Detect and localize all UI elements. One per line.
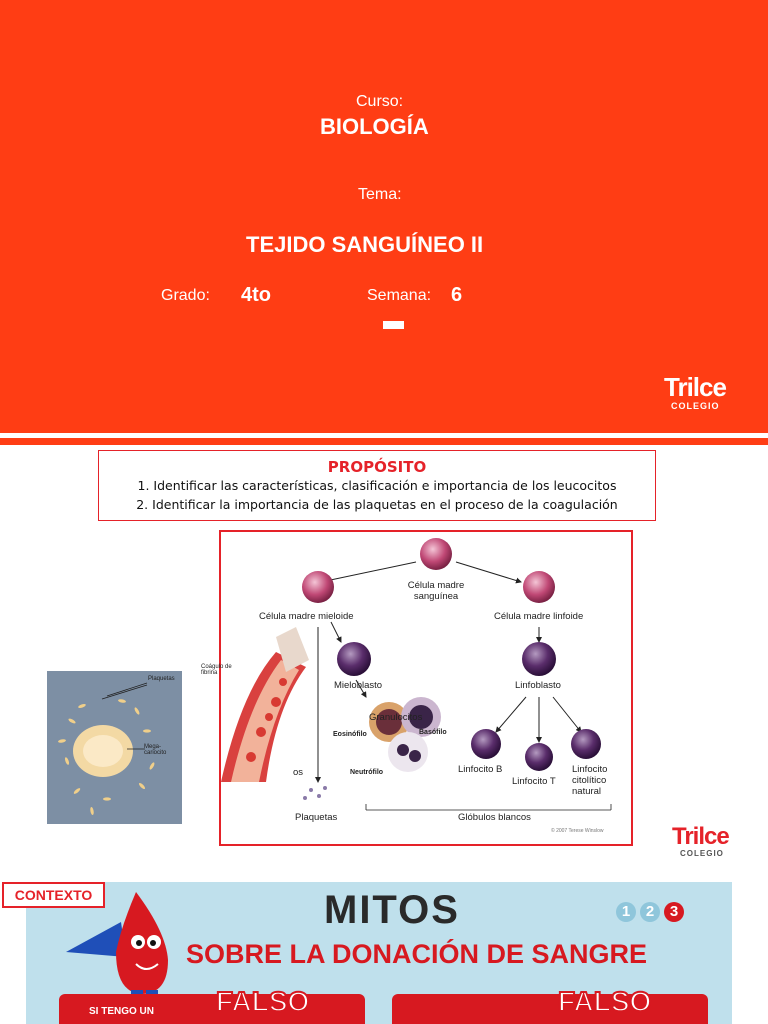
micrograph-illustration bbox=[58, 682, 155, 815]
purpose-box: PROPÓSITO 1. Identificar las característ… bbox=[98, 450, 656, 521]
slide-divider bbox=[0, 438, 768, 445]
false-badge-1: FALSO bbox=[215, 985, 310, 1018]
label-eosinophil: Eosinófilo bbox=[333, 731, 367, 738]
context-label: CONTEXTO bbox=[2, 882, 105, 908]
megakaryocyte-micrograph: Plaquetas Mega-cariocito bbox=[47, 671, 182, 824]
purpose-heading: PROPÓSITO bbox=[327, 458, 427, 476]
dash-mark bbox=[383, 321, 404, 329]
label-clot: Coágulo de fibrina bbox=[201, 664, 232, 676]
trilce-logo-small: Trilce COLEGIO bbox=[672, 823, 730, 858]
label-myeloblast: Mieloblasto bbox=[334, 680, 383, 691]
label-neutrophil: Neutrófilo bbox=[350, 769, 384, 776]
trilce-logo: Trilce COLEGIO bbox=[664, 372, 727, 411]
label-lymphocyte-b: Linfocito B bbox=[458, 764, 503, 775]
course-label: Curso: bbox=[356, 93, 404, 110]
blood-vessel-illustration bbox=[221, 627, 309, 782]
label-nk-cell: Linfocito citolítico natural bbox=[572, 764, 608, 797]
page-2-dot[interactable]: 2 bbox=[640, 902, 660, 922]
course-title: BIOLOGÍA bbox=[320, 114, 429, 139]
false-badge-2: FALSO bbox=[557, 985, 652, 1018]
grade-label: Grado: bbox=[161, 287, 210, 304]
label-white-cells: Glóbulos blancos bbox=[458, 812, 531, 823]
micro-label-megakaryocyte: Mega-cariocito bbox=[144, 744, 167, 756]
page-3-dot[interactable]: 3 bbox=[664, 902, 684, 922]
label-stem-cell: Célula madre sanguínea bbox=[407, 580, 465, 602]
label-platelets: Plaquetas bbox=[295, 812, 338, 823]
diagram-drawing bbox=[221, 538, 612, 811]
myth-card-1: SI TENGO UN bbox=[59, 994, 365, 1024]
label-lymphoid: Célula madre linfoide bbox=[494, 611, 584, 622]
purpose-item-2: 2. Identificar la importancia de las pla… bbox=[136, 497, 618, 512]
label-myeloid: Célula madre mieloide bbox=[259, 611, 354, 622]
label-basophil: Basófilo bbox=[419, 729, 447, 736]
topic-title: TEJIDO SANGUÍNEO II bbox=[246, 232, 484, 257]
myths-banner: MITOS SOBRE LA DONACIÓN DE SANGRE 1 2 3 … bbox=[26, 882, 732, 1024]
topic-label: Tema: bbox=[358, 186, 402, 203]
myths-subtitle: SOBRE LA DONACIÓN DE SANGRE bbox=[186, 939, 648, 969]
cover-slide: Curso: BIOLOGÍA Tema: TEJIDO SANGUÍNEO I… bbox=[0, 0, 768, 433]
label-granulocytes: Granulocitos bbox=[369, 712, 423, 723]
context-slide: CONTEXTO MITOS SOBRE LA DONACIÓN DE SANG… bbox=[0, 866, 768, 1024]
week-label: Semana: bbox=[367, 287, 432, 304]
myth-card-2 bbox=[392, 994, 708, 1024]
label-copyright: © 2007 Terese Winslow bbox=[551, 828, 604, 834]
label-lymphocyte-t: Linfocito T bbox=[512, 776, 556, 787]
micro-label-platelets: Plaquetas bbox=[148, 676, 175, 682]
content-slide: PROPÓSITO 1. Identificar las característ… bbox=[0, 445, 768, 866]
grade-value: 4to bbox=[241, 284, 271, 306]
label-lymphoblast: Linfoblasto bbox=[515, 680, 561, 691]
page-indicator: 1 2 3 bbox=[616, 902, 684, 922]
hematopoiesis-diagram: Célula madre sanguínea Célula madre miel… bbox=[201, 530, 633, 846]
myth-card-text: SI TENGO UN bbox=[89, 1006, 155, 1017]
myths-title: MITOS bbox=[324, 888, 460, 932]
page-1-dot[interactable]: 1 bbox=[616, 902, 636, 922]
label-os: os bbox=[293, 767, 304, 778]
week-value: 6 bbox=[451, 284, 463, 306]
purpose-item-1: 1. Identificar las características, clas… bbox=[137, 478, 617, 493]
